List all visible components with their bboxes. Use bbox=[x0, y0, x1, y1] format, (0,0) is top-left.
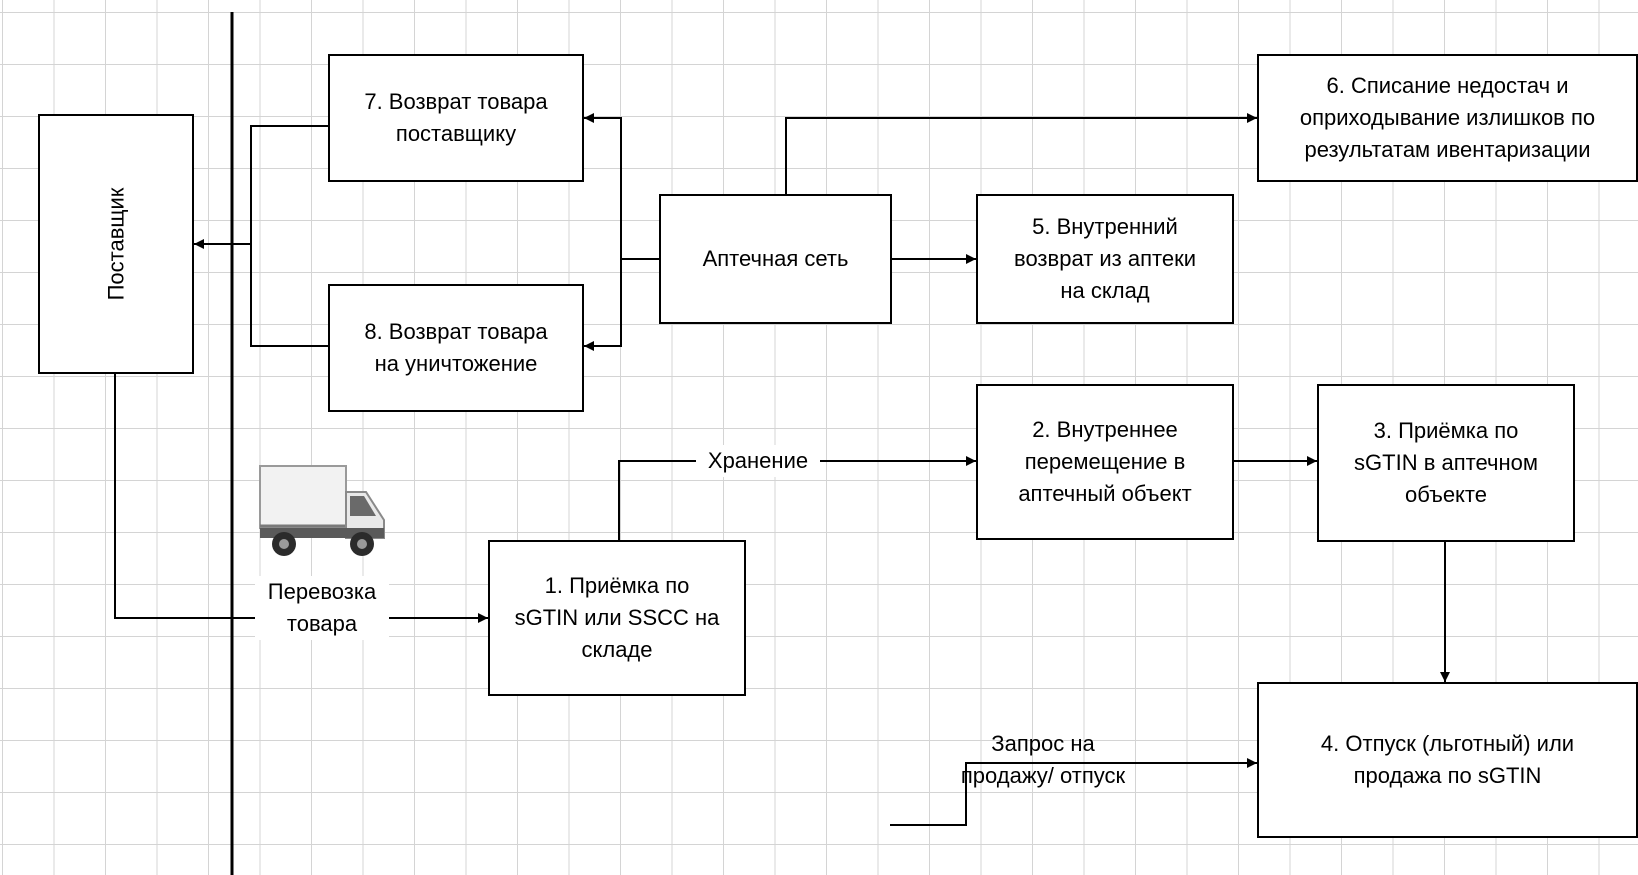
edge-n1-to-n2 bbox=[618, 456, 976, 540]
node-n4: 4. Отпуск (льготный) или продажа по sGTI… bbox=[1257, 682, 1638, 838]
node-pharmacy: Аптечная сеть bbox=[659, 194, 892, 324]
edge-pharmacy-to-n6 bbox=[785, 113, 1257, 194]
edge-label-storage: Хранение bbox=[696, 445, 820, 477]
node-n5: 5. Внутренний возврат из аптеки на склад bbox=[976, 194, 1234, 324]
edge-request-to-n4 bbox=[890, 758, 1257, 826]
edge-pharmacy-to-n8 bbox=[584, 259, 622, 351]
edge-label-transport: Перевозка товара bbox=[255, 576, 389, 640]
edge-pharmacy-to-n7 bbox=[584, 113, 622, 259]
node-supplier-label: Поставщик bbox=[102, 187, 128, 301]
node-n8: 8. Возврат товара на уничтожение bbox=[328, 284, 584, 412]
node-supplier: Поставщик bbox=[38, 114, 194, 374]
node-n7: 7. Возврат товара поставщику bbox=[328, 54, 584, 182]
node-n2: 2. Внутреннее перемещение в аптечный объ… bbox=[976, 384, 1234, 540]
edge-n7-to-supplier bbox=[250, 125, 328, 244]
node-n3: 3. Приёмка по sGTIN в аптечном объекте bbox=[1317, 384, 1575, 542]
node-n6: 6. Списание недостач и оприходывание изл… bbox=[1257, 54, 1638, 182]
node-n1: 1. Приёмка по sGTIN или SSCC на складе bbox=[488, 540, 746, 696]
edge-n8-to-supplier bbox=[250, 244, 328, 347]
truck-icon bbox=[259, 465, 385, 556]
edge-label-request: Запрос на продажу/ отпуск bbox=[960, 731, 1126, 788]
